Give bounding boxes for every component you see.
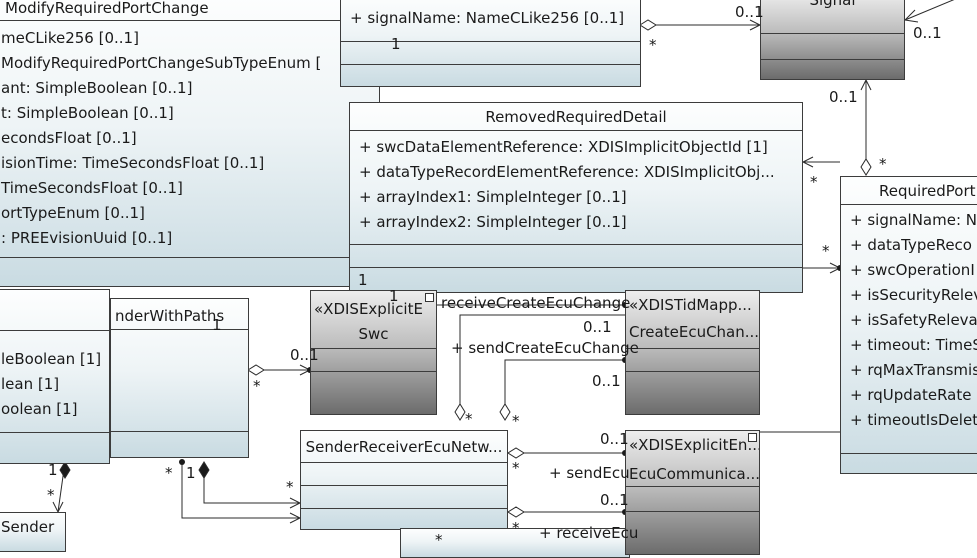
class-ecu-communication[interactable]: «XDISExplicitEn... EcuCommunica... [625,430,760,555]
attribute: : PREEvisionUuid [0..1] [1,229,173,247]
class-title: ModifyRequiredPortChange [0,0,379,21]
attribute: t: SimpleBoolean [0..1] [1,104,174,122]
compartment-divider [0,330,109,331]
attribute: econdsFloat [0..1] [1,129,137,147]
stereotype-label: «XDISExplicitE [314,300,423,318]
compartment-divider [301,508,507,509]
attribute: ortTypeEnum [0..1] [1,204,145,222]
class-sender-with-paths[interactable]: nderWithPaths [110,298,249,458]
compartment-divider [0,432,109,433]
class-title: Sender [1,518,55,536]
compartment-divider [301,485,507,486]
attribute: + swcDataElementReference: XDISImplicitO… [359,138,768,156]
compartment-divider [311,348,436,349]
stereotype-label: «XDISExplicitEn... [629,436,760,454]
compartment-divider [111,329,248,330]
compartment-divider [761,59,904,60]
attribute: + arrayIndex1: SimpleInteger [0..1] [359,188,627,206]
compartment-divider [626,486,759,487]
class-bottom-partial[interactable] [400,528,630,558]
class-swc[interactable]: «XDISExplicitE Swc [310,290,437,415]
class-modify-required-port-change[interactable]: ModifyRequiredPortChange meCLike256 [0..… [0,0,380,287]
compartment-divider [761,33,904,34]
class-left-partial[interactable]: leBoolean [1] lean [1] oolean [1] [0,289,110,464]
attribute: + isSafetyRelevan [850,311,977,329]
class-signal[interactable]: Signal [760,0,905,80]
attribute: leBoolean [1] [1,350,102,368]
attribute: lean [1] [1,375,60,393]
compartment-divider [0,257,379,258]
class-title: nderWithPaths [115,307,225,325]
class-removed-required-detail[interactable]: RemovedRequiredDetail + swcDataElementRe… [349,102,803,293]
compartment-divider [841,453,977,454]
attribute: meCLike256 [0..1] [1,29,139,47]
attribute: TimeSecondsFloat [0..1] [1,179,183,197]
attribute: + arrayIndex2: SimpleInteger [0..1] [359,213,627,231]
attribute: + signalName: N [850,211,977,229]
compartment-divider [626,511,759,512]
compartment-divider [626,348,759,349]
class-required-port[interactable]: RequiredPort + signalName: N + dataTypeR… [840,176,977,474]
attribute: + rqMaxTransmis [850,361,977,379]
explicit-marker-icon [748,433,757,442]
attribute: + signalName: NameCLike256 [0..1] [350,9,625,27]
attribute: + timeout: TimeS [850,336,977,354]
class-title: RemovedRequiredDetail [350,103,802,131]
attribute: + timeoutIsDelet [850,411,977,429]
stereotype-label: «XDISTidMapp... [629,296,752,314]
attribute: oolean [1] [1,400,78,418]
class-signal-name-holder[interactable]: + signalName: NameCLike256 [0..1] [340,0,641,87]
class-title: RequiredPort [841,177,977,205]
attribute: + swcOperationI [850,261,975,279]
compartment-divider [311,371,436,372]
attribute: + dataTypeReco [850,236,972,254]
class-sender-receiver-ecu-network[interactable]: SenderReceiverEcuNetw... [300,430,508,530]
class-title: EcuCommunica... [629,465,760,483]
attribute: ModifyRequiredPortChangeSubTypeEnum [ [1,54,322,72]
explicit-marker-icon [425,293,434,302]
compartment-divider [341,41,640,42]
compartment-divider [350,244,802,245]
attribute: + isSecurityRelev [850,286,977,304]
class-title: Swc [358,325,389,343]
class-title: SenderReceiverEcuNetw... [301,431,507,463]
compartment-divider [350,267,802,268]
compartment-divider [341,64,640,65]
attribute: + rqUpdateRate [850,386,972,404]
class-sender[interactable]: Sender [0,512,66,552]
attribute: + dataTypeRecordElementReference: XDISIm… [359,163,775,181]
class-title: Signal [809,0,856,9]
class-create-ecu-change[interactable]: «XDISTidMapp... CreateEcuChan... [625,290,760,415]
compartment-divider [111,431,248,432]
class-title: CreateEcuChan... [629,323,760,341]
compartment-divider [626,371,759,372]
attribute: ant: SimpleBoolean [0..1] [1,79,193,97]
attribute: isionTime: TimeSecondsFloat [0..1] [1,154,265,172]
